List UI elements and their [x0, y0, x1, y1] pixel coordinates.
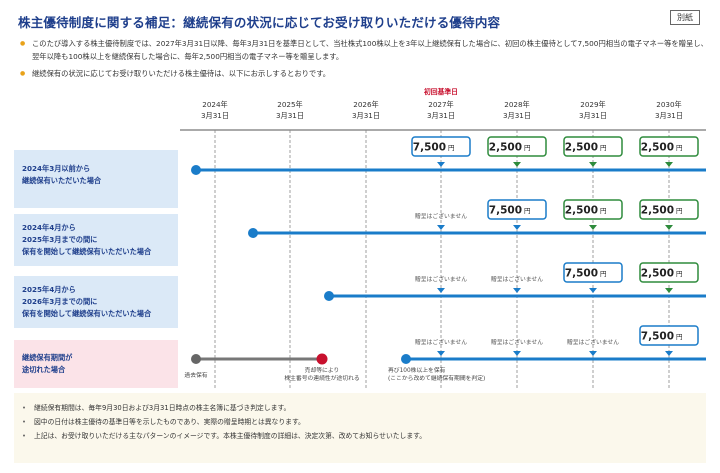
rehold-start-dot — [401, 354, 411, 364]
year-label: 2026年 — [353, 100, 378, 109]
no-gift-note: 贈呈はございません — [491, 275, 543, 283]
gift-marker-arrow — [437, 162, 445, 167]
gift-amount-box — [563, 199, 623, 220]
holding-start-dot — [324, 291, 334, 301]
rehold-note: 再び100株以上を保有 — [388, 366, 446, 374]
no-gift-note: 贈呈はございません — [491, 338, 543, 346]
gift-marker-arrow — [589, 288, 597, 293]
gift-amount: 2,500 — [641, 205, 674, 217]
footnote: •図中の日付は株主優待の基準日等を示したものであり、実際の贈呈時期とは異なります… — [22, 418, 305, 426]
footnote: •継続保有期間は、毎年9月30日および3月31日時点の株主名簿に基づき判定します… — [22, 404, 291, 412]
gift-marker-arrow — [665, 351, 673, 356]
row-label-box: 2024年4月から 2025年3月までの間に 保有を開始して継続保有いただいた場… — [14, 214, 178, 266]
gift-amount-box — [639, 262, 699, 283]
gift-marker-arrow — [589, 162, 597, 167]
yen-unit: 円 — [600, 144, 607, 152]
gift-marker-arrow — [513, 162, 521, 167]
no-gift-note: 贈呈はございません — [415, 338, 467, 346]
yen-unit: 円 — [448, 144, 455, 152]
gift-marker-arrow — [513, 225, 521, 230]
yen-unit: 円 — [524, 144, 531, 152]
holding-start-dot — [248, 228, 258, 238]
rehold-note: (ここから改めて継続保有期間を判定) — [388, 374, 485, 382]
year-label: 2030年 — [656, 100, 681, 109]
date-label: 3月31日 — [352, 111, 380, 120]
gift-amount-box — [411, 136, 471, 157]
date-label: 3月31日 — [579, 111, 607, 120]
row-label-box: 2025年4月から 2026年3月までの間に 保有を開始して継続保有いただいた場… — [14, 276, 178, 328]
footnote: •上記は、お受け取りいただける主なパターンのイメージです。本株主優待制度の詳細は… — [22, 432, 427, 440]
appendix-badge: 別紙 — [670, 10, 700, 25]
gift-amount-box — [639, 136, 699, 157]
yen-unit: 円 — [676, 333, 683, 341]
gift-amount-box — [563, 262, 623, 283]
bullet-icon: ● — [20, 70, 26, 77]
row-label: 継続保有期間が 途切れた場合 — [22, 353, 73, 374]
date-label: 3月31日 — [276, 111, 304, 120]
past-holding-label: 過去保有 — [184, 371, 207, 379]
year-label: 2029年 — [580, 100, 605, 109]
gift-amount: 2,500 — [641, 268, 674, 280]
gift-amount: 2,500 — [565, 205, 598, 217]
yen-unit: 円 — [676, 144, 683, 152]
record-date-marker — [437, 225, 445, 230]
row-label-box: 継続保有期間が 途切れた場合 — [14, 340, 178, 388]
row-label: 2025年4月から 2026年3月までの間に 保有を開始して継続保有いただいた場… — [22, 285, 152, 318]
row-label: 2024年4月から 2025年3月までの間に 保有を開始して継続保有いただいた場… — [22, 223, 152, 256]
bullet-icon: ● — [20, 40, 26, 47]
no-gift-note: 贈呈はございません — [567, 338, 619, 346]
record-date-marker — [437, 288, 445, 293]
gift-amount: 2,500 — [641, 142, 674, 154]
page-title: 株主優待制度に関する補足：継続保有の状況に応じてお受け取りいただける優待内容 — [18, 15, 501, 30]
record-date-marker — [513, 351, 521, 356]
gift-marker-arrow — [589, 225, 597, 230]
row-label: 2024年3月以前から 継続保有いただいた場合 — [22, 164, 102, 185]
intro-bullet: ●継続保有の状況に応じてお受け取りいただける株主優待は、以下にお示しするとおりで… — [20, 69, 331, 78]
gift-amount: 7,500 — [413, 142, 446, 154]
gift-amount: 7,500 — [565, 268, 598, 280]
holding-break-dot — [316, 353, 328, 365]
gift-amount: 7,500 — [489, 205, 522, 217]
gift-amount-box — [639, 325, 699, 346]
yen-unit: 円 — [600, 270, 607, 278]
gift-amount: 2,500 — [565, 142, 598, 154]
record-date-marker — [589, 351, 597, 356]
intro-bullet: ●このたび導入する株主優待制度では、2027年3月31日以降、毎年3月31日を基… — [20, 39, 708, 61]
no-gift-note: 贈呈はございません — [415, 275, 467, 283]
date-label: 3月31日 — [503, 111, 531, 120]
row-label-box: 2024年3月以前から 継続保有いただいた場合 — [14, 150, 178, 208]
first-record-date-label: 初回基準日 — [424, 87, 458, 96]
yen-unit: 円 — [676, 270, 683, 278]
gift-amount: 2,500 — [489, 142, 522, 154]
yen-unit: 円 — [676, 207, 683, 215]
gift-marker-arrow — [665, 288, 673, 293]
year-label: 2027年 — [428, 100, 453, 109]
sold-note: 売却等により — [305, 366, 340, 374]
year-label: 2028年 — [504, 100, 529, 109]
sold-note: 株主番号の連続性が途切れる — [284, 374, 359, 382]
no-gift-note: 贈呈はございません — [415, 212, 467, 220]
intro-bullets: ●このたび導入する株主優待制度では、2027年3月31日以降、毎年3月31日を基… — [20, 37, 710, 80]
gift-amount-box — [487, 136, 547, 157]
gift-amount-box — [563, 136, 623, 157]
gift-amount-box — [487, 199, 547, 220]
year-label: 2025年 — [277, 100, 302, 109]
date-label: 3月31日 — [655, 111, 683, 120]
yen-unit: 円 — [600, 207, 607, 215]
holding-start-dot — [191, 165, 201, 175]
year-label: 2024年 — [202, 100, 227, 109]
record-date-marker — [513, 288, 521, 293]
gift-amount-box — [639, 199, 699, 220]
gift-amount: 7,500 — [641, 331, 674, 343]
record-date-marker — [437, 351, 445, 356]
date-label: 3月31日 — [427, 111, 455, 120]
footnotes: •継続保有期間は、毎年9月30日および3月31日時点の株主名簿に基づき判定します… — [14, 393, 706, 463]
date-label: 3月31日 — [201, 111, 229, 120]
gift-marker-arrow — [665, 225, 673, 230]
yen-unit: 円 — [524, 207, 531, 215]
gift-marker-arrow — [665, 162, 673, 167]
past-holding-start-dot — [191, 354, 201, 364]
